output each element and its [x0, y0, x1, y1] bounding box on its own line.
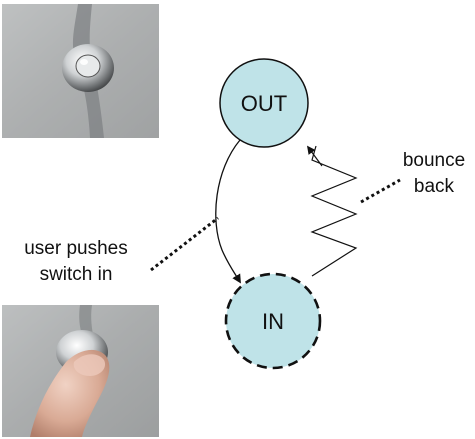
switch-released-photo [2, 4, 159, 138]
bounce-annotation-leader [360, 178, 401, 204]
bounce-label-line1: bounce [403, 150, 465, 171]
push-annotation-leader [150, 216, 219, 272]
state-out-label: OUT [241, 91, 287, 116]
state-in: IN [224, 272, 322, 370]
state-out-circle [219, 58, 309, 148]
state-in-label: IN [262, 309, 284, 334]
bounce-back-arrowhead-icon [307, 145, 323, 167]
state-out: OUT [219, 58, 309, 148]
push-label-line1: user pushes [24, 238, 128, 259]
finger-pressing-photo [2, 305, 159, 437]
push-in-transition-arrow [215, 139, 241, 284]
bounce-back-transition-zigzag [310, 145, 358, 277]
push-label-line2: switch in [40, 264, 113, 285]
state-in-circle [224, 272, 322, 370]
bounce-label-line2: back [414, 176, 455, 197]
